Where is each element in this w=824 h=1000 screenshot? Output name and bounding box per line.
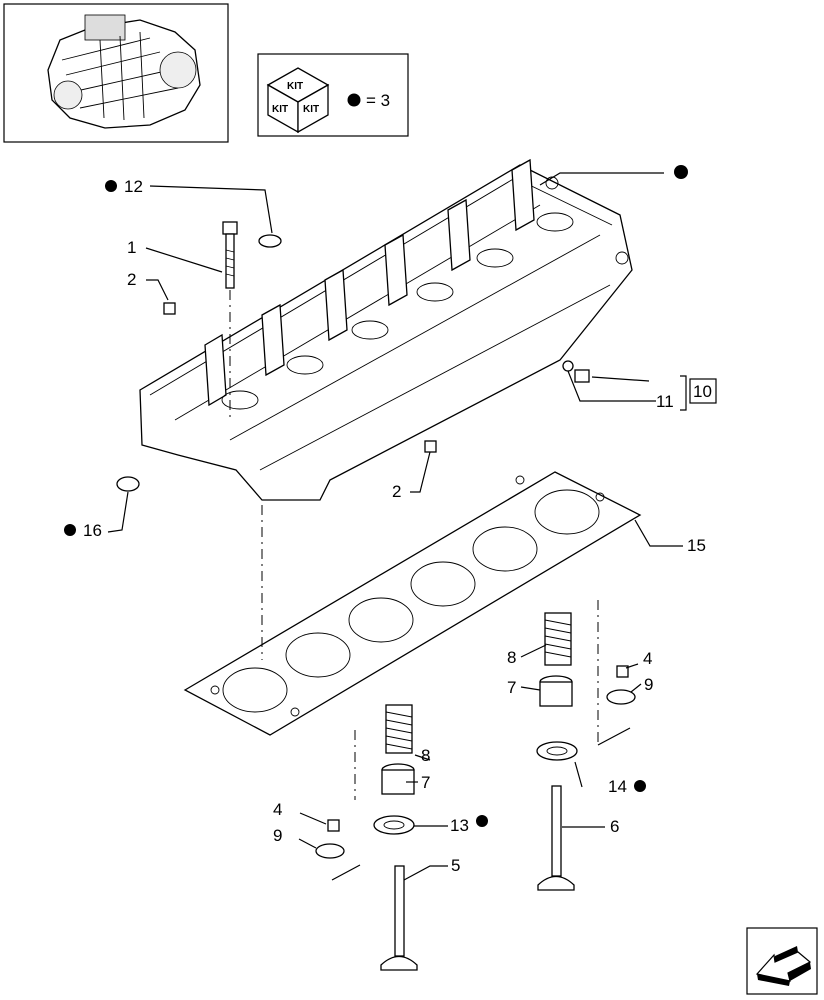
- union-11: [562, 360, 590, 383]
- kit-dot-icon: [347, 93, 361, 107]
- callout-15: 15: [687, 536, 706, 555]
- intake-valve: [380, 865, 418, 971]
- callout-4-right: 4: [643, 649, 652, 668]
- callout-5: 5: [451, 856, 460, 875]
- exhaust-valve: [537, 785, 575, 891]
- callouts: 12 1 2 2 16 11 10 15 8 7 4 9 14 6 8 7 13…: [64, 165, 717, 875]
- callout-8-right: 8: [507, 648, 516, 667]
- valve-retainer-left: [315, 843, 345, 859]
- fitting-2-lower: [424, 440, 437, 453]
- head-gasket: [183, 471, 642, 736]
- callout-12: 12: [124, 177, 143, 196]
- kit-dot-icon: [476, 815, 488, 827]
- callout-8-left: 8: [421, 746, 430, 765]
- kit-dot-icon: [674, 165, 688, 179]
- callout-9-right: 9: [644, 675, 653, 694]
- callout-4-left: 4: [273, 800, 282, 819]
- valve-spring-left: [385, 704, 413, 754]
- valve-seal-left: [373, 815, 415, 835]
- callout-7-left: 7: [421, 773, 430, 792]
- spring-seat-right: [539, 675, 573, 707]
- callout-10-box: [689, 378, 717, 404]
- callout-2-lower: 2: [392, 482, 401, 501]
- kit-equals-text: = 3: [366, 91, 390, 110]
- callout-9-left: 9: [273, 826, 282, 845]
- bracket-lines: [331, 727, 631, 881]
- plug-12: [258, 234, 282, 248]
- head-bolt: [222, 221, 238, 289]
- next-page-button[interactable]: [746, 927, 818, 995]
- callout-10: 10: [693, 382, 712, 401]
- kit-dot-icon: [105, 180, 117, 192]
- cylinder-head: [139, 158, 633, 501]
- kit-label-left: KIT: [272, 104, 288, 115]
- callout-7-right: 7: [507, 678, 516, 697]
- kit-label-right: KIT: [303, 104, 319, 115]
- leader-lines: [107, 172, 687, 881]
- valve-cotter-right: [616, 665, 629, 678]
- callout-13: 13: [450, 816, 469, 835]
- spring-seat-left: [381, 763, 415, 795]
- fitting-2-upper: [163, 302, 176, 315]
- callout-1: 1: [127, 238, 136, 257]
- callout-11: 11: [656, 392, 674, 411]
- callout-6: 6: [610, 817, 619, 836]
- kit-dot-icon: [634, 780, 646, 792]
- kit-legend: KIT KIT KIT = 3: [257, 53, 409, 137]
- plug-16: [116, 476, 140, 492]
- valve-spring-right: [544, 612, 572, 666]
- callout-2-upper: 2: [127, 270, 136, 289]
- kit-cube-icon: KIT KIT KIT: [266, 67, 330, 134]
- valve-cotter-left: [327, 819, 340, 832]
- callout-16: 16: [83, 521, 102, 540]
- next-page-arrow-icon: [755, 946, 812, 986]
- kit-dot-icon: [64, 524, 76, 536]
- engine-thumbnail[interactable]: [3, 3, 229, 143]
- valve-retainer-right: [606, 689, 636, 705]
- kit-label-top: KIT: [287, 81, 303, 92]
- engine-thumbnail-icon: [47, 14, 201, 129]
- valve-seal-right: [536, 741, 578, 761]
- callout-14: 14: [608, 777, 627, 796]
